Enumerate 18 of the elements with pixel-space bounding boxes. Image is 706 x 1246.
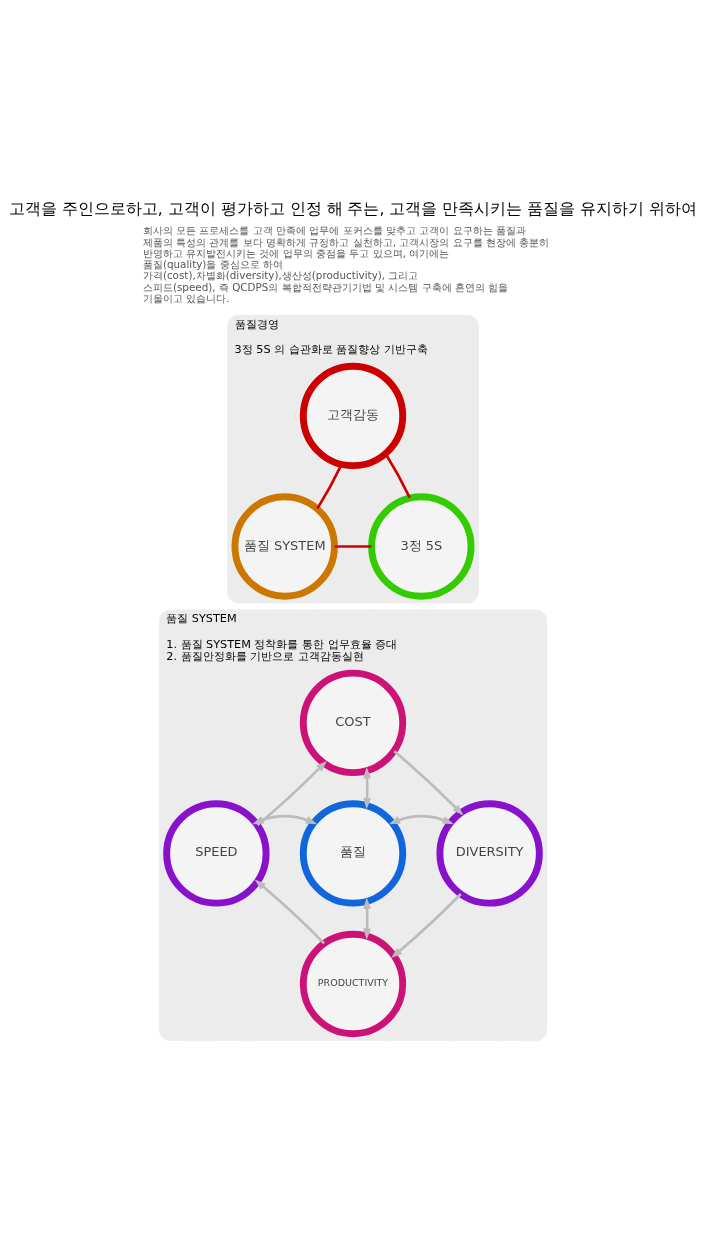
node-circle: 고객감동 — [299, 362, 407, 470]
diagram-title: 고객을 주인으로하고, 고객이 평가하고 인정 해 주는, 고객을 만족시키는 품질을 유지하기 위하여 — [8, 200, 698, 219]
connector — [384, 453, 411, 499]
node-circle: 품질 SYSTEM — [231, 493, 338, 600]
arrow — [391, 893, 462, 959]
arrow — [363, 767, 372, 810]
arrow — [388, 814, 454, 825]
arrow — [363, 897, 372, 940]
node-circle: 품질 — [299, 800, 407, 907]
arrow — [256, 760, 327, 827]
connector — [334, 545, 372, 548]
label: 회사의 모든 프로세스를 고객 만족에 업무에 포커스를 맞추고 고객이 요구하는 품질과 제품의 특성의 관계를 보다 명확하게 규정하고 실천하고, 고객시장의 요구를 현장에 충분히 반영하고 유지발전시키는 것에 업무의 중점을 두고 있으며, 여기에는 품질(quality)을 중심으로 하여 가격(cost),차별화(diversity),생산성(productivity), 그리고 스피드(speed), 즉 QCDPS의 복합적전략관기기법 및 시스템 구축에 혼연의 힘을 기울이고 있습니다. — [142, 224, 550, 304]
node-circle: DIVERSITY — [436, 800, 543, 907]
node-circle: SPEED — [163, 800, 270, 907]
arrow — [252, 814, 318, 825]
node-circle: 3정 5S — [368, 493, 475, 600]
arrow — [393, 750, 464, 816]
arrow — [254, 879, 325, 945]
